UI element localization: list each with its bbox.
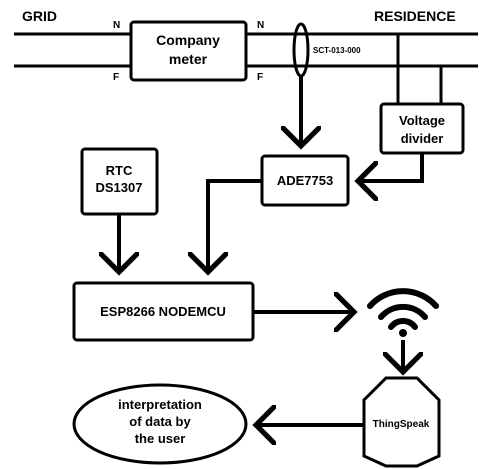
- user-interpretation-ellipse: [72, 383, 248, 465]
- company-meter-label-2: meter: [169, 51, 208, 67]
- ade7753-label: ADE7753: [277, 173, 333, 188]
- f-left-label: F: [113, 72, 119, 83]
- company-meter-label-1: Company: [156, 32, 220, 48]
- n-left-label: N: [113, 20, 120, 31]
- rtc-label-1: RTC: [106, 163, 133, 178]
- divider-to-ade-arrow: [358, 153, 424, 181]
- current-sensor-ring: [292, 22, 310, 78]
- sensor-label: SCT-013-000: [313, 46, 361, 55]
- wifi-icon: [367, 288, 439, 337]
- thingspeak-octagon: [362, 376, 441, 468]
- residence-label: RESIDENCE: [374, 8, 456, 24]
- thingspeak-label: ThingSpeak: [373, 419, 430, 430]
- esp8266-label: ESP8266 NODEMCU: [100, 304, 226, 319]
- ade-to-esp-arrow: [208, 179, 262, 272]
- f-right-label: F: [257, 72, 263, 83]
- voltage-divider-label-2: divider: [401, 131, 444, 146]
- rtc-label-2: DS1307: [96, 180, 143, 195]
- user-label-3: the user: [135, 431, 186, 446]
- user-label-1: interpretation: [118, 397, 202, 412]
- n-right-label: N: [257, 20, 264, 31]
- voltage-divider-label-1: Voltage: [399, 113, 445, 128]
- grid-label: GRID: [22, 8, 57, 24]
- user-label-2: of data by: [129, 414, 191, 429]
- company-meter-box: [129, 20, 248, 82]
